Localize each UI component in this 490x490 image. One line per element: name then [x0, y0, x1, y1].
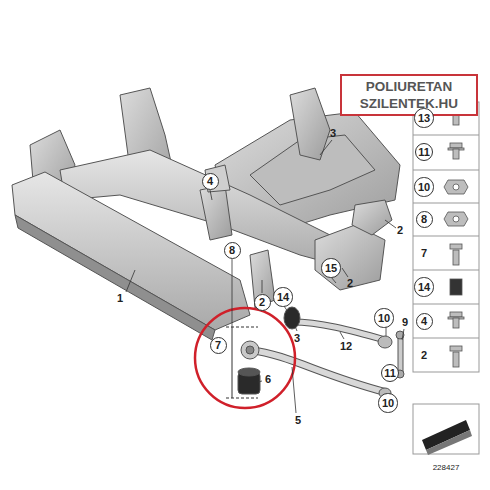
callout-number: 13	[418, 112, 430, 124]
part-number: 9	[402, 316, 408, 329]
fastener-icon	[444, 180, 468, 194]
fastener-icon	[444, 212, 468, 226]
part-number: 1	[117, 292, 123, 305]
callout-number: 15	[325, 262, 337, 274]
callout-number: 11	[418, 146, 430, 158]
fastener-icon	[448, 143, 464, 159]
callout-circle: 8	[224, 242, 241, 259]
callout-circle: 4	[202, 173, 219, 190]
part-number: 3	[330, 127, 336, 140]
callout-circle: 13	[414, 108, 433, 127]
callout-number: 10	[418, 181, 430, 193]
callout-number: 8	[229, 244, 235, 256]
callout-number: 10	[378, 312, 390, 324]
callout-number: 11	[384, 367, 396, 379]
callout-circle: 4	[416, 313, 433, 330]
callout-circle: 14	[273, 287, 292, 306]
callout-circle: 11	[381, 364, 400, 383]
callout-circle: 15	[321, 258, 340, 277]
fastener-icon	[448, 312, 464, 328]
drawing-number: 228427	[433, 461, 460, 474]
fastener-icon	[450, 244, 462, 265]
fastener-icon	[450, 346, 462, 367]
callout-circle: 2	[254, 294, 271, 311]
callout-number: 10	[382, 397, 394, 409]
part-number: 3	[294, 332, 300, 345]
callout-number: 8	[421, 213, 427, 225]
part-number: 6	[265, 373, 271, 386]
callout-circle: 7	[210, 337, 227, 354]
callout-circle: 10	[414, 177, 433, 196]
fastener-icon	[450, 279, 462, 295]
watermark-text: POLIURETAN SZILENTEK.HU	[346, 78, 472, 112]
callout-number: 2	[259, 296, 265, 308]
part-number: 2	[421, 349, 427, 362]
callout-circle: 10	[378, 393, 397, 412]
part-number: 2	[397, 224, 403, 237]
callout-number: 4	[207, 175, 213, 187]
callout-number: 4	[421, 315, 427, 327]
callout-number: 14	[277, 291, 289, 303]
part-number: 7	[421, 247, 427, 260]
callout-number: 14	[418, 281, 430, 293]
part-number: 2	[347, 277, 353, 290]
callout-number: 7	[215, 339, 221, 351]
callout-circle: 10	[374, 308, 393, 327]
callout-circle: 14	[414, 277, 433, 296]
watermark-box: POLIURETAN SZILENTEK.HU	[340, 74, 478, 116]
callout-circle: 8	[416, 211, 433, 228]
part-number: 5	[295, 414, 301, 427]
part-number: 12	[340, 340, 352, 353]
